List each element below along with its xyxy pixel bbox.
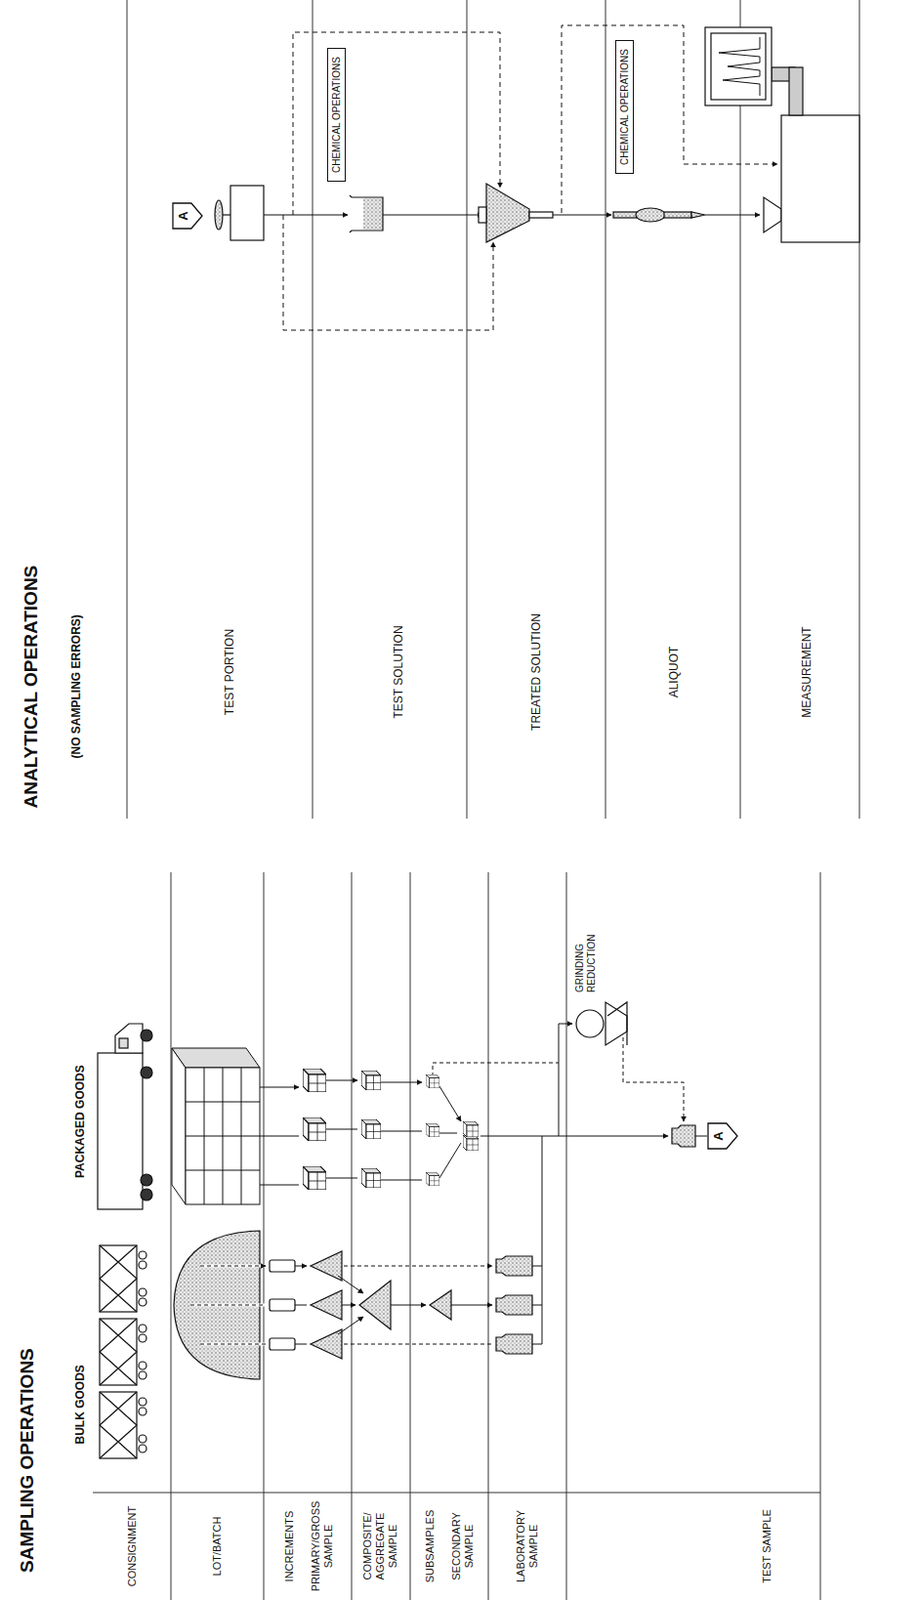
process-box: CHEMICAL OPERATIONS [615,40,634,174]
sample-jars [496,1125,696,1354]
separatory-funnel [478,183,553,243]
row-label: ALIQUOT [667,584,681,760]
row-label: CONSIGNMENT [125,1497,139,1595]
packaged-samples [302,1068,479,1190]
panel-title: SAMPLING OPERATIONS [16,1347,40,1573]
table-rules [92,0,860,1600]
instrument [705,27,860,243]
row-label: TEST SOLUTION [391,584,406,760]
increments [269,1251,452,1359]
node-text: A [707,1122,726,1150]
node-text: A [171,202,191,230]
panel-title: ANALYTICAL OPERATIONS [20,565,43,809]
balance [214,185,264,241]
row-label: COMPOSITE/ AGGREGATE SAMPLE [361,1507,401,1585]
row-label: INCREMENTS [283,1497,296,1595]
bulk-pile [173,1230,266,1379]
panel-subtitle: (NO SAMPLING ERRORS) [69,614,84,758]
row-label: SECONDARY SAMPLE [450,1497,476,1595]
rail-cars [99,1245,147,1459]
row-label: PRIMARY/GROSS SAMPLE [309,1497,335,1595]
analysis-flow [263,25,778,331]
node-text: CHEMICAL OPERATIONS [331,56,342,173]
process-box: CHEMICAL OPERATIONS [327,47,346,182]
row-label: LOT/BATCH [210,1497,224,1595]
grinding-mill [576,1002,627,1045]
sample-flow-arrows [259,1023,708,1344]
row-label: TREATED SOLUTION [529,584,544,760]
column-header: BULK GOODS [73,1364,87,1444]
row-label: LABORATORY SAMPLE [514,1497,541,1595]
column-header: PACKAGED GOODS [73,1064,87,1178]
process-label: GRINDING REDUCTION [574,921,598,993]
row-label: MEASUREMENT [799,584,814,760]
row-label: TEST PORTION [222,584,237,760]
sample-tag: A [707,1122,739,1150]
pipette [613,208,706,222]
beaker [349,195,383,233]
row-label: TEST SAMPLE [760,1497,774,1595]
row-label: SUBSAMPLES [423,1497,437,1595]
node-text: CHEMICAL OPERATIONS [619,48,630,166]
truck [97,1023,153,1210]
pallet [171,1047,260,1205]
sample-tag: A [171,202,204,230]
